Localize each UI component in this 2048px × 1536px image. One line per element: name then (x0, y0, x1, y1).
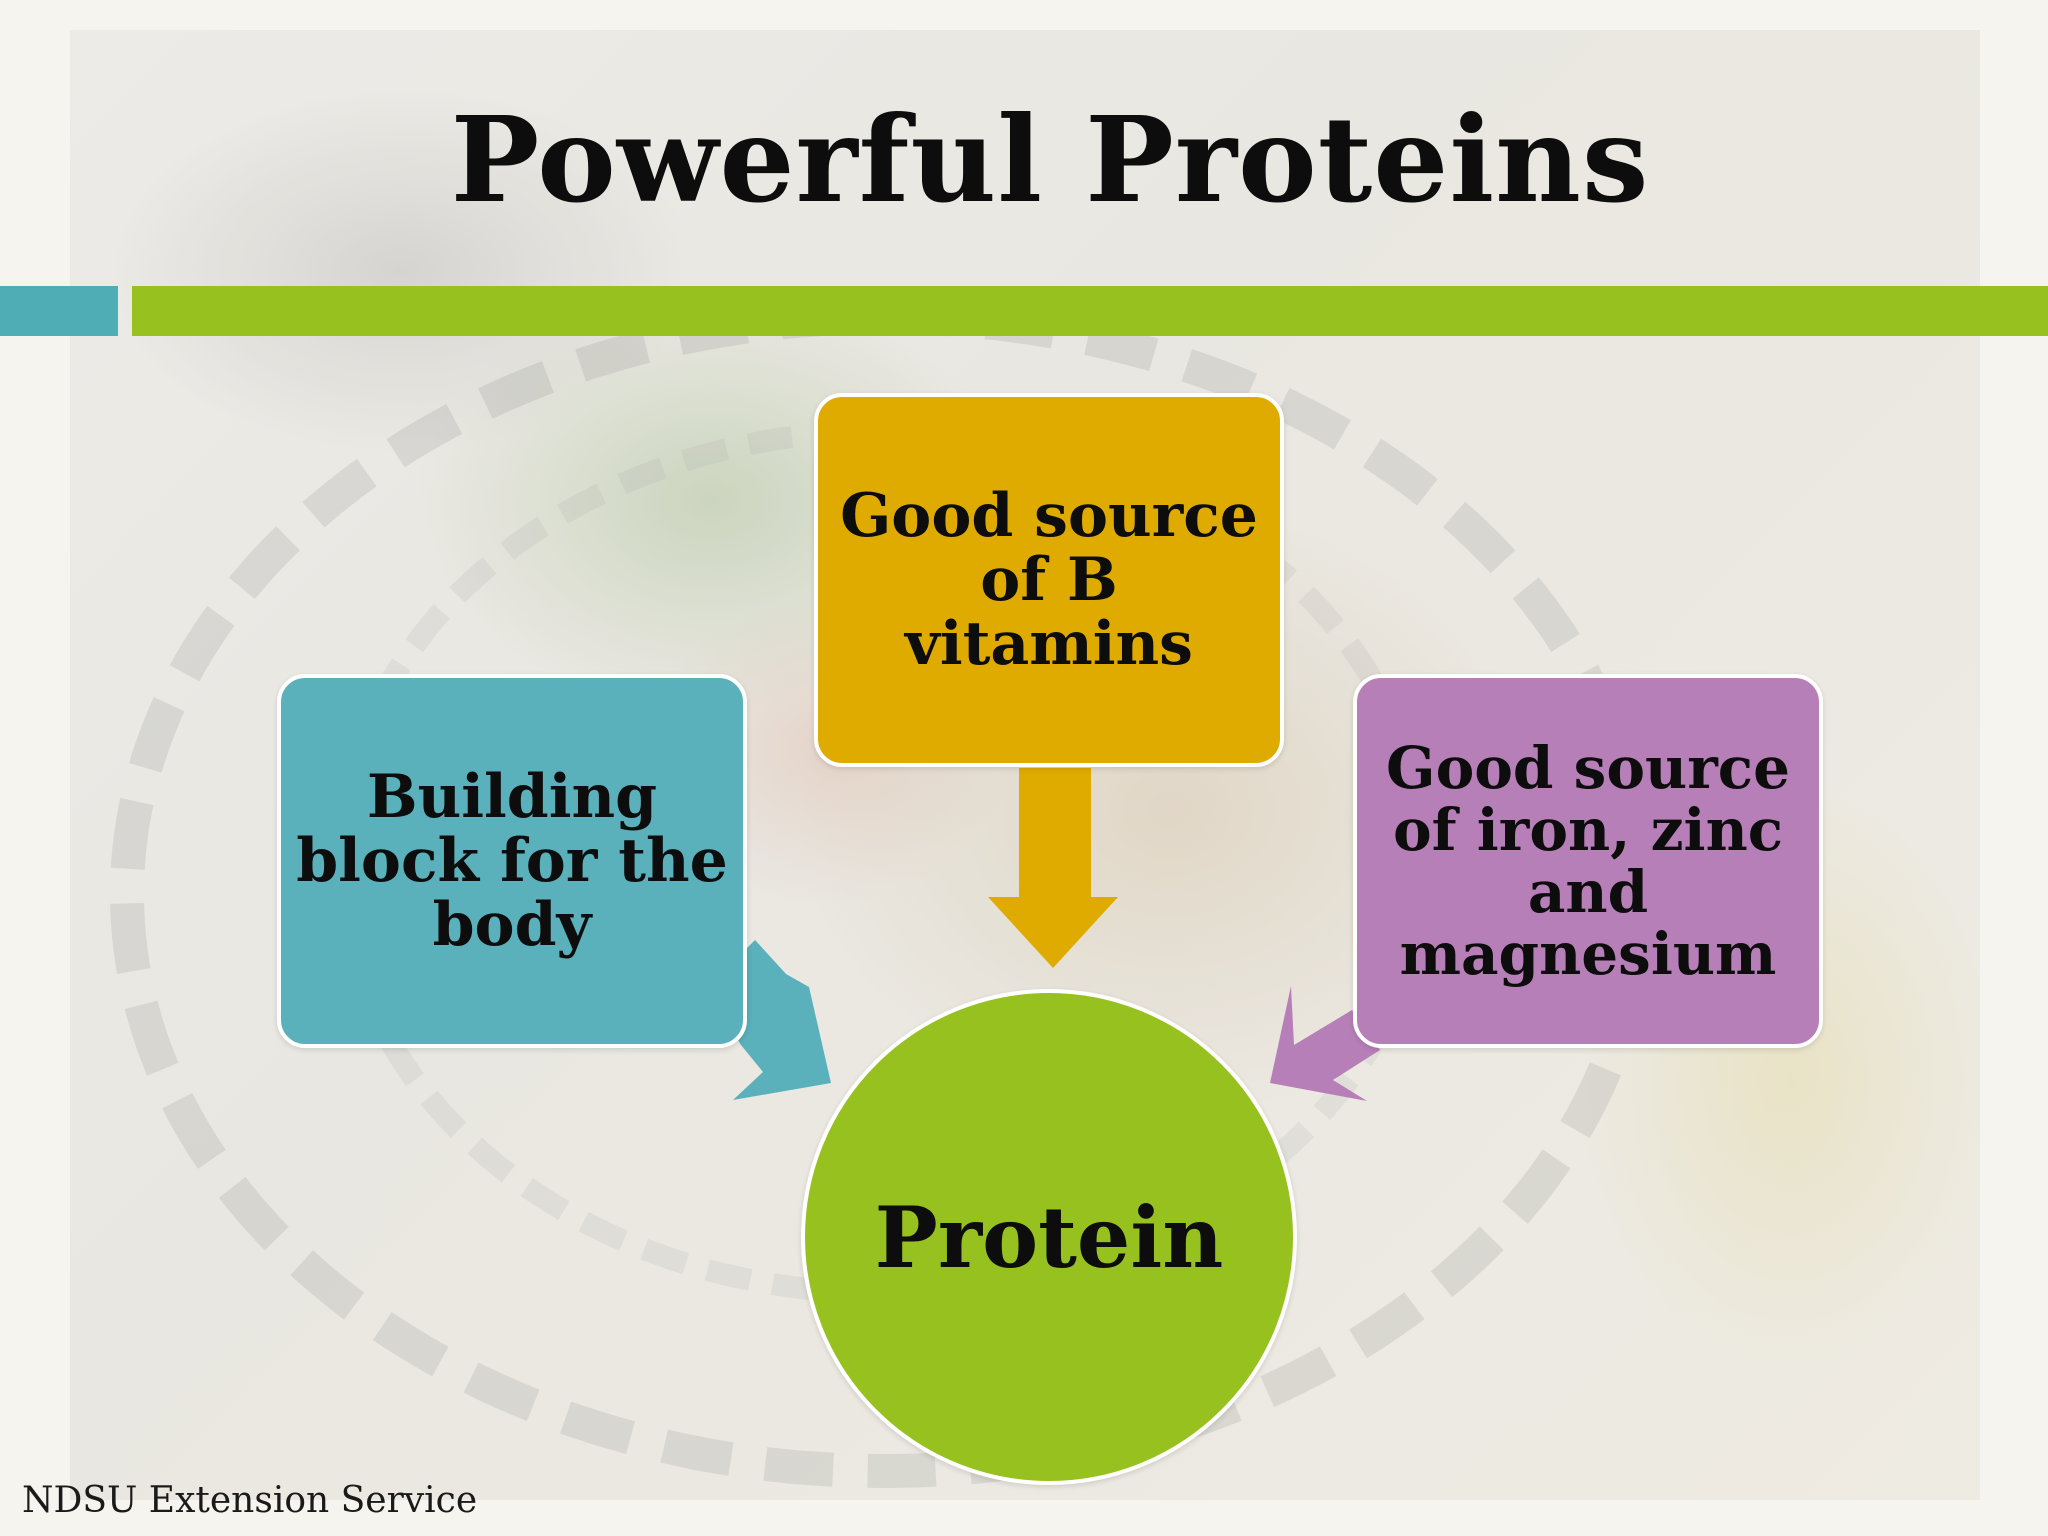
node-top-line-2: of B (980, 544, 1118, 615)
node-right-line-2: of iron, zinc (1392, 795, 1784, 864)
accent-bar-green (132, 286, 2048, 336)
node-right-line-1: Good source (1386, 733, 1790, 802)
node-b-vitamins: Good source of B vitamins (814, 393, 1284, 767)
accent-bar-teal (0, 286, 118, 336)
node-right-line-3: and (1527, 858, 1649, 926)
footer-credit: NDSU Extension Service (22, 1480, 478, 1521)
node-top-line-1: Good source (840, 480, 1258, 551)
node-left-line-3: body (432, 890, 592, 961)
center-node-protein: Protein (801, 989, 1297, 1485)
node-left-line-2: block for the (296, 825, 728, 896)
node-minerals: Good source of iron, zinc and magnesium (1353, 674, 1823, 1048)
node-top-line-3: vitamins (905, 609, 1193, 680)
node-building-block: Building block for the body (277, 674, 747, 1048)
node-right-line-4: magnesium (1399, 920, 1777, 989)
center-label: Protein (874, 1187, 1224, 1287)
slide-title: Powerful Proteins (450, 90, 1650, 229)
node-left-line-1: Building (366, 761, 658, 832)
